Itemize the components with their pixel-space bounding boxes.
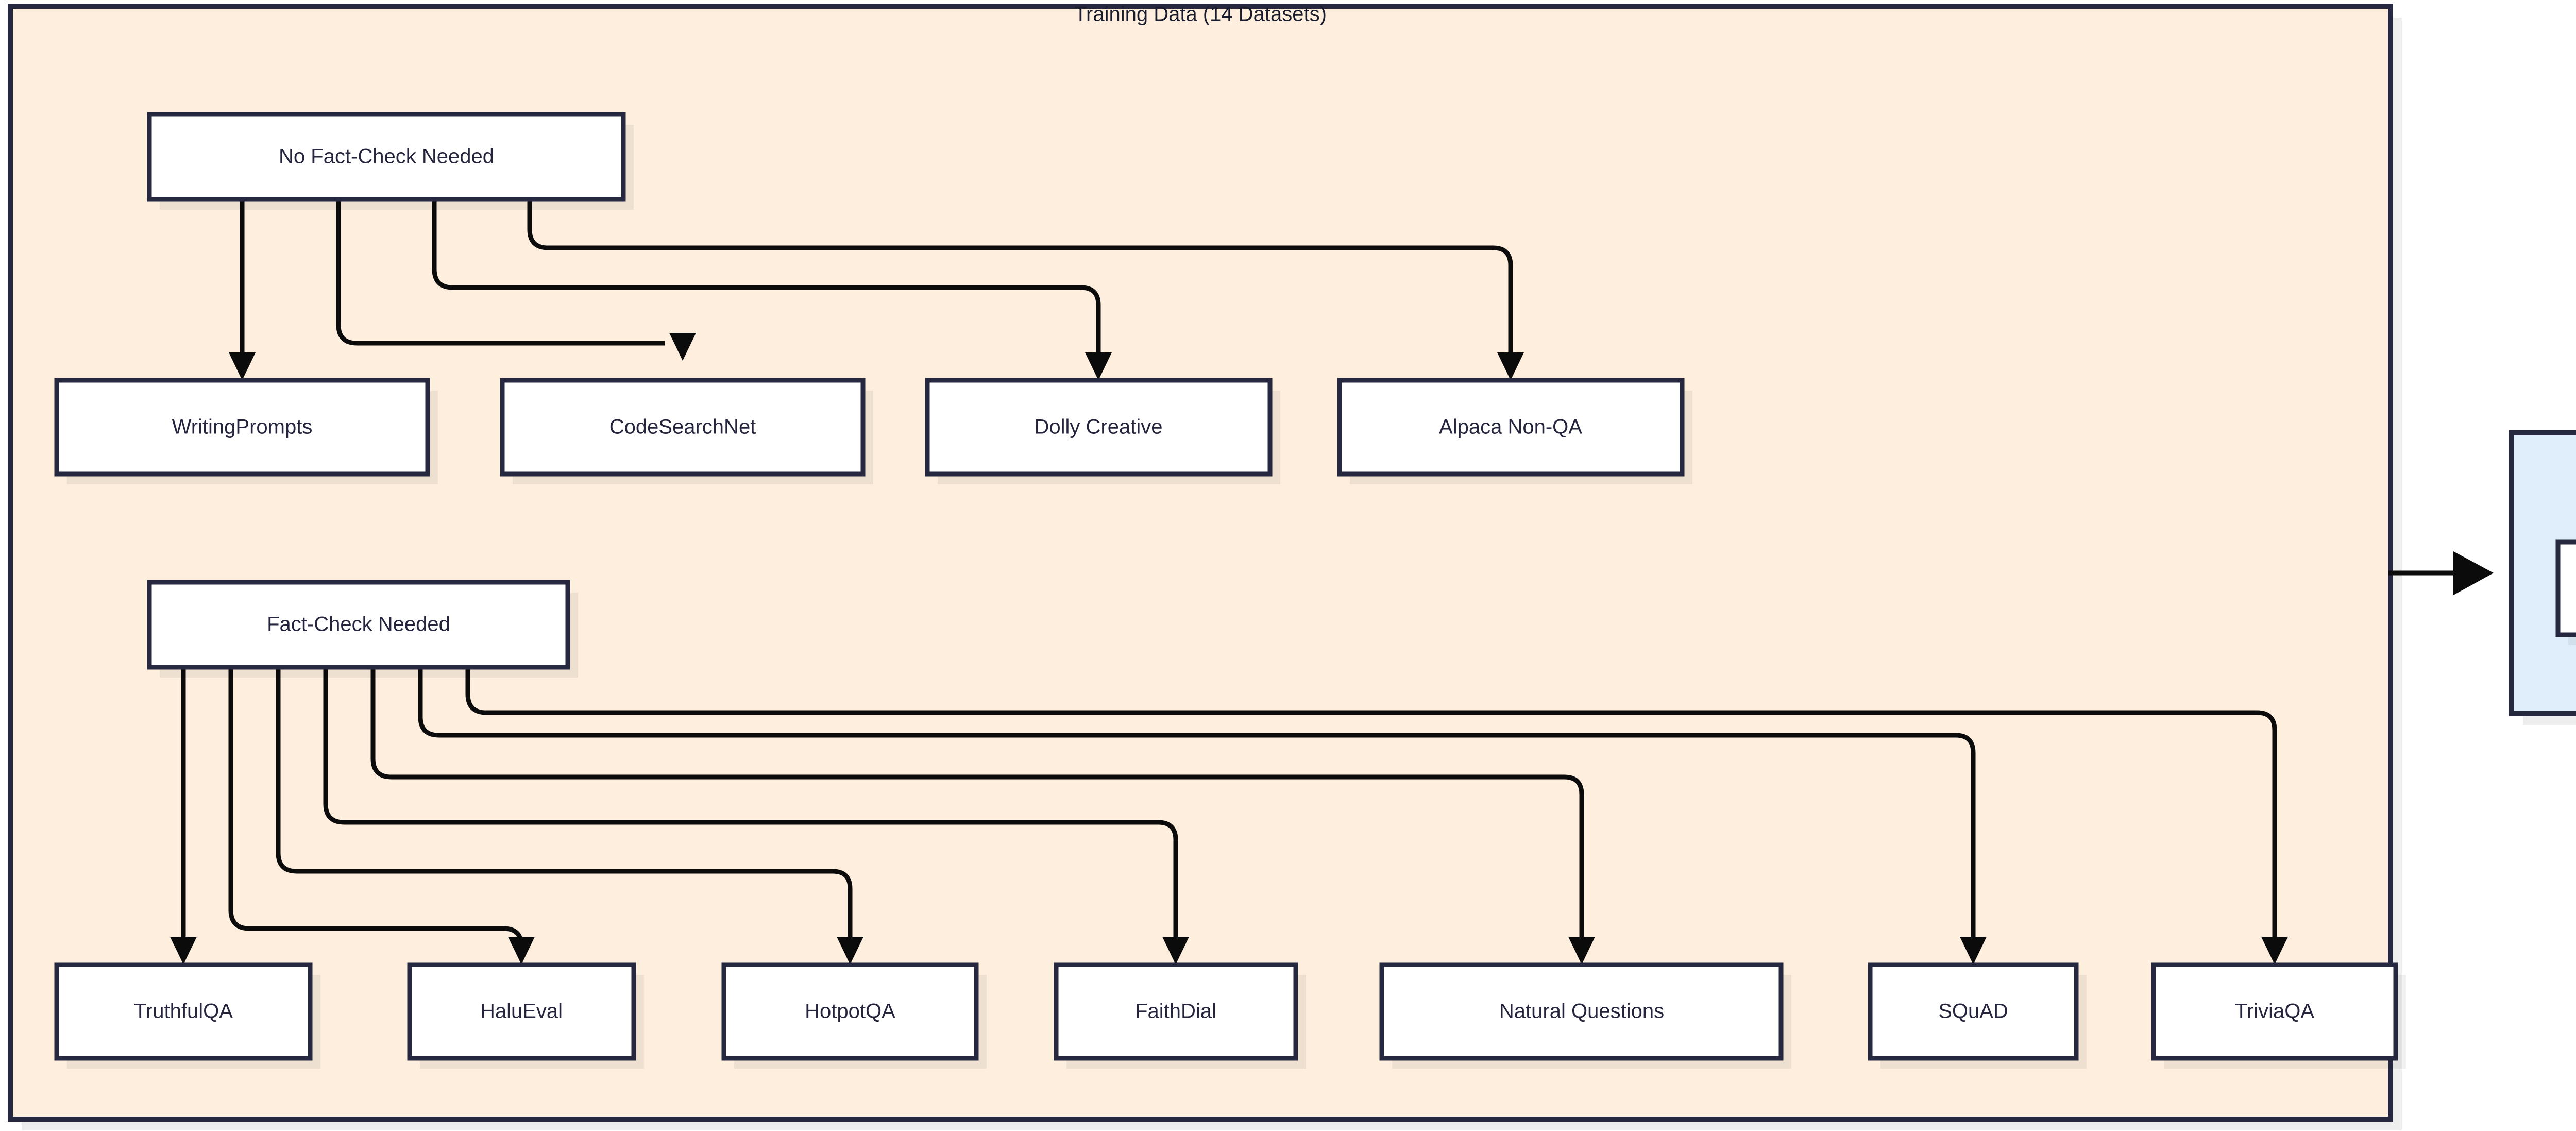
- node-dolly-creative[interactable]: Dolly Creative: [925, 378, 1273, 477]
- node-label-natural-questions: Natural Questions: [1499, 1000, 1664, 1023]
- node-label-codesearchnet: CodeSearchNet: [609, 416, 756, 438]
- node-label-dolly-creative: Dolly Creative: [1035, 416, 1163, 438]
- node-modernbert-base[interactable]: ModernBERT Base: [2555, 539, 2576, 637]
- edge-fact-to-natural-questions: [370, 667, 1595, 965]
- edge-nofact-to-codesearchnet: [336, 199, 696, 361]
- node-label-halueval: HaluEval: [480, 1000, 563, 1023]
- node-halueval[interactable]: HaluEval: [407, 962, 636, 1061]
- edge-group-no-fact-check: [229, 199, 1524, 380]
- edge-fact-to-faithdial: [323, 667, 1189, 965]
- node-label-triviaqa: TriviaQA: [2235, 1000, 2314, 1023]
- node-label-hotpotqa: HotpotQA: [805, 1000, 895, 1023]
- edge-group-fact-check: [170, 667, 2288, 965]
- node-label-truthfulqa: TruthfulQA: [134, 1000, 233, 1023]
- node-label-squad: SQuAD: [1938, 1000, 2008, 1023]
- node-label-writingprompts: WritingPrompts: [172, 416, 313, 438]
- edge-fact-to-hotpotqa: [276, 667, 863, 965]
- edge-fact-to-halueval: [228, 667, 535, 965]
- node-triviaqa[interactable]: TriviaQA: [2151, 962, 2398, 1061]
- edge-nofact-to-dolly: [432, 199, 1112, 380]
- edge-nofact-to-alpaca: [527, 199, 1524, 380]
- node-faithdial[interactable]: FaithDial: [1054, 962, 1298, 1061]
- node-hotpotqa[interactable]: HotpotQA: [721, 962, 979, 1061]
- edge-fact-to-squad: [418, 667, 1987, 965]
- edge-nofact-to-writingprompts: [229, 199, 256, 380]
- node-writingprompts[interactable]: WritingPrompts: [54, 378, 430, 477]
- edge-fact-to-truthfulqa: [170, 667, 197, 965]
- node-no-fact-check-needed[interactable]: No Fact-Check Needed: [147, 112, 626, 202]
- node-label-fact-check-needed: Fact-Check Needed: [267, 613, 450, 636]
- node-alpaca-non-qa[interactable]: Alpaca Non-QA: [1337, 378, 1685, 477]
- node-truthfulqa[interactable]: TruthfulQA: [54, 962, 313, 1061]
- node-natural-questions[interactable]: Natural Questions: [1379, 962, 1784, 1061]
- edge-training-to-sentinel: [2388, 551, 2494, 595]
- node-squad[interactable]: SQuAD: [1868, 962, 2079, 1061]
- edge-fact-to-triviaqa: [465, 667, 2288, 965]
- node-fact-check-needed[interactable]: Fact-Check Needed: [147, 580, 570, 670]
- training-cluster-title: Training Data (14 Datasets): [1074, 3, 1327, 26]
- node-label-faithdial: FaithDial: [1135, 1000, 1216, 1023]
- node-codesearchnet[interactable]: CodeSearchNet: [500, 378, 866, 477]
- node-label-alpaca-non-qa: Alpaca Non-QA: [1439, 416, 1582, 438]
- node-label-no-fact-check-needed: No Fact-Check Needed: [279, 145, 494, 168]
